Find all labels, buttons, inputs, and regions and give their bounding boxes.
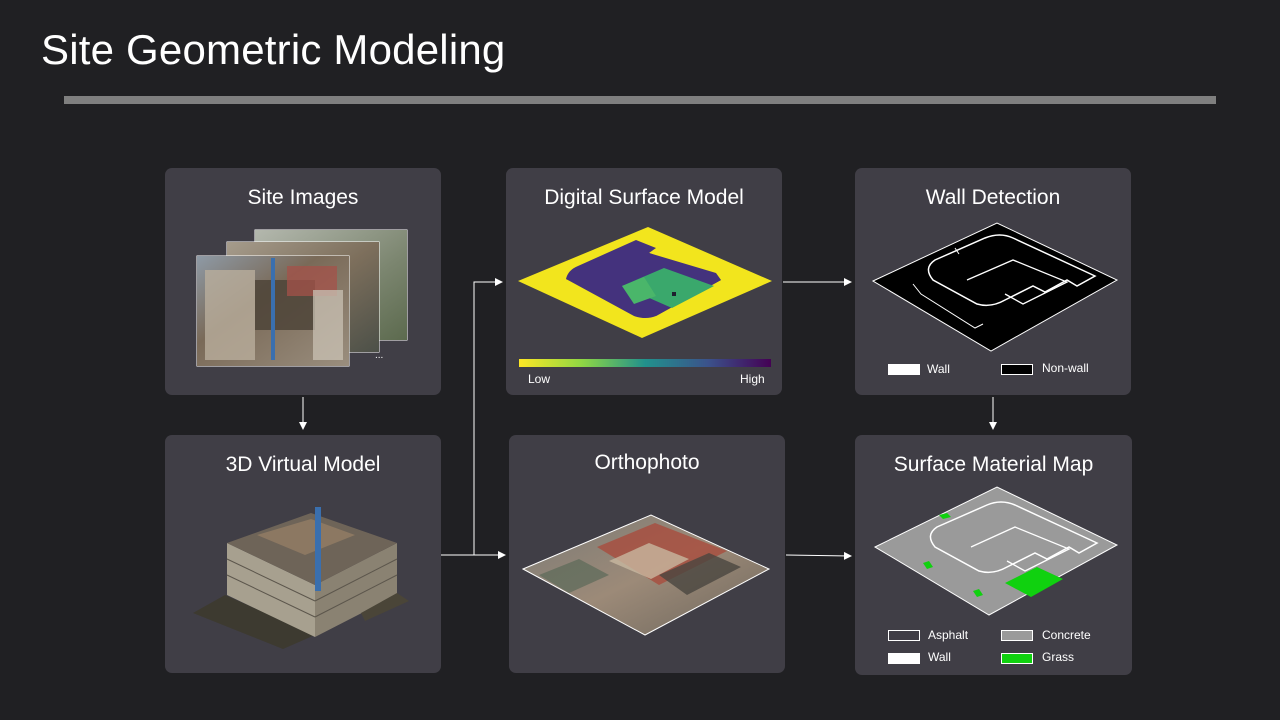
legend-label-grass: Grass (1042, 650, 1075, 664)
site-images-stack: ... (196, 229, 408, 367)
dsm-colorbar (519, 359, 771, 367)
legend-swatch-concrete (1001, 630, 1033, 641)
panel-title-3d-virtual-model: 3D Virtual Model (225, 453, 381, 476)
more-images-ellipsis: ... (375, 350, 383, 361)
legend-label-non-wall: Non-wall (1042, 361, 1089, 375)
panel-surface-material-map: Surface Material Map Asphalt Concrete Wa… (855, 435, 1132, 675)
legend-swatch-non-wall (1001, 364, 1033, 375)
legend-label-wall: Wall (927, 362, 950, 376)
panel-site-images: Site Images ... (165, 168, 441, 395)
colorbar-high-label: High (740, 372, 765, 386)
surface-material-map (873, 486, 1119, 616)
panel-orthophoto: Orthophoto (509, 435, 785, 673)
legend-label-asphalt: Asphalt (928, 628, 969, 642)
panel-title-surface-material-map: Surface Material Map (893, 453, 1094, 476)
panel-title-wall-detection: Wall Detection (925, 186, 1061, 209)
legend-swatch-asphalt (888, 630, 920, 641)
title-divider (64, 96, 1216, 104)
legend-swatch-wall (888, 364, 920, 375)
legend-label-concrete: Concrete (1042, 628, 1091, 642)
legend-label-wall-material: Wall (928, 650, 951, 664)
dsm-raster (518, 227, 772, 338)
arrow-model-to-dsm (473, 278, 503, 555)
orthophoto-image (521, 514, 771, 636)
arrow-orthophoto-to-material (785, 551, 852, 560)
colorbar-low-label: Low (528, 372, 551, 386)
panel-title-orthophoto: Orthophoto (594, 451, 700, 474)
page-title: Site Geometric Modeling (41, 26, 506, 73)
wall-detection-map (871, 222, 1119, 352)
virtual-model-render (193, 507, 409, 649)
panel-title-site-images: Site Images (247, 186, 359, 209)
panel-digital-surface-model: Digital Surface Model Low High (506, 168, 782, 395)
panel-3d-virtual-model: 3D Virtual Model (165, 435, 441, 673)
legend-swatch-grass (1001, 653, 1033, 664)
panel-wall-detection: Wall Detection Wall Non-wall (855, 168, 1131, 395)
legend-swatch-wall-material (888, 653, 920, 664)
panel-title-dsm: Digital Surface Model (544, 186, 744, 209)
